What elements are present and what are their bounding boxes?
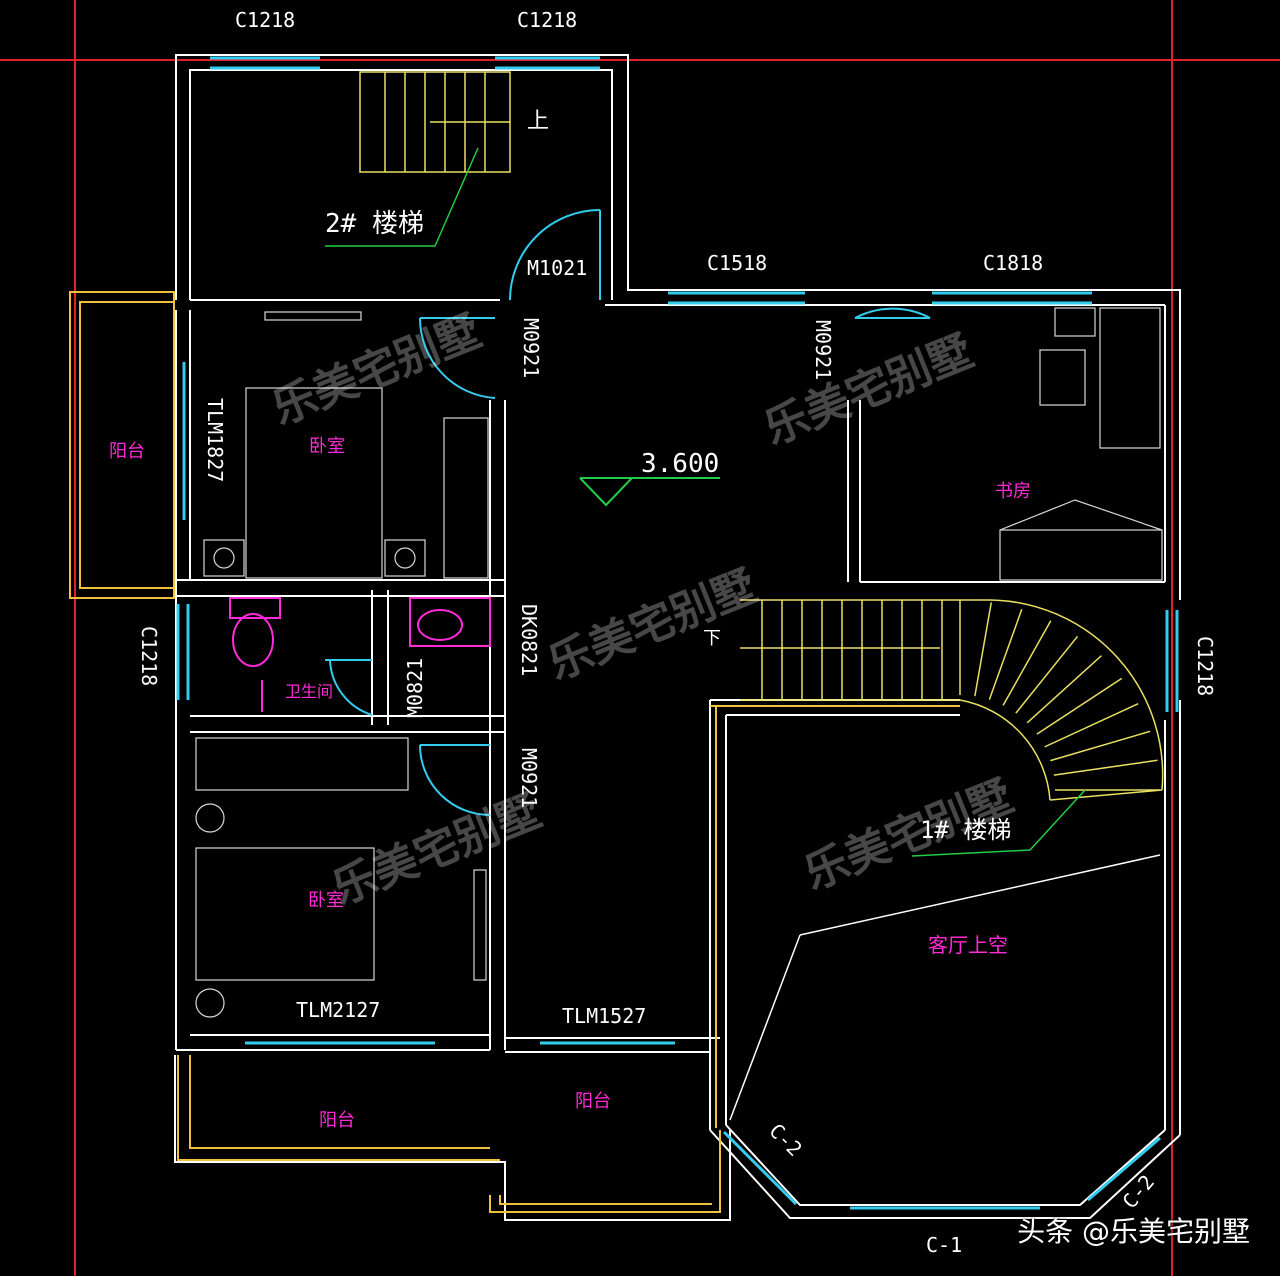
room-bedroom-1: 卧室 bbox=[309, 436, 345, 457]
bathroom-fixtures bbox=[229, 597, 491, 712]
stair-tread bbox=[1044, 703, 1139, 748]
label-stair-2: 2# 楼梯 bbox=[325, 209, 424, 239]
room-balcony-south-1: 阳台 bbox=[319, 1110, 355, 1131]
room-balcony-south-2: 阳台 bbox=[575, 1091, 611, 1112]
watermark-4: 乐美宅别墅 bbox=[325, 785, 548, 915]
label-tlm1827: TLM1827 bbox=[203, 398, 227, 482]
watermarks: 乐美宅别墅 乐美宅别墅 乐美宅别墅 乐美宅别墅 乐美宅别墅 bbox=[265, 305, 1020, 915]
label-stair-1: 1# 楼梯 bbox=[920, 816, 1011, 844]
balconies bbox=[69, 291, 960, 1213]
room-study: 书房 bbox=[995, 481, 1031, 502]
stair-tread bbox=[1050, 730, 1151, 762]
stair-tread bbox=[1053, 759, 1158, 776]
stair-tread bbox=[1002, 620, 1052, 706]
label-m0921-a: M0921 bbox=[519, 318, 543, 378]
label-m0921-c: M0921 bbox=[517, 748, 541, 808]
label-c1218-right: C1218 bbox=[1193, 636, 1217, 696]
label-tlm2127: TLM2127 bbox=[296, 998, 380, 1022]
label-dk0821: DK0821 bbox=[517, 604, 541, 676]
watermark-2: 乐美宅别墅 bbox=[757, 325, 980, 455]
label-elevation: 3.600 bbox=[641, 449, 719, 479]
windows bbox=[176, 56, 1179, 1210]
furniture bbox=[195, 307, 1163, 1018]
label-c1518: C1518 bbox=[707, 251, 767, 275]
stair-tread bbox=[974, 602, 993, 697]
label-stair-up: 上 bbox=[527, 109, 549, 134]
stair-tread bbox=[1036, 677, 1123, 735]
label-c2-right: C-2 bbox=[1117, 1170, 1159, 1213]
label-c1218-top-left: C1218 bbox=[235, 8, 295, 32]
room-balcony-west: 阳台 bbox=[109, 441, 145, 462]
room-living-void: 客厅上空 bbox=[928, 933, 1008, 957]
label-m0821: M0821 bbox=[403, 658, 427, 718]
room-labels: 阳台 卧室 书房 卫生间 卧室 阳台 阳台 客厅上空 bbox=[109, 436, 1031, 1131]
label-m1021: M1021 bbox=[527, 256, 587, 280]
credit-caption: 头条 @乐美宅别墅 bbox=[1017, 1215, 1250, 1248]
label-c1218-left: C1218 bbox=[137, 626, 161, 686]
stair-tread bbox=[1015, 635, 1079, 714]
label-c1: C-1 bbox=[926, 1233, 962, 1257]
stair-tread bbox=[1026, 655, 1102, 724]
room-bathroom: 卫生间 bbox=[285, 682, 333, 701]
label-tlm1527: TLM1527 bbox=[562, 1004, 646, 1028]
stair-1-treads bbox=[740, 599, 1164, 801]
label-stair-down: 下 bbox=[703, 628, 721, 649]
leader-lines bbox=[325, 147, 1086, 857]
stair-2-treads bbox=[359, 71, 511, 173]
doors bbox=[325, 209, 931, 816]
watermark-1: 乐美宅别墅 bbox=[265, 305, 488, 435]
watermark-3: 乐美宅别墅 bbox=[541, 560, 764, 690]
room-bedroom-2: 卧室 bbox=[308, 890, 344, 911]
label-c2-left: C-2 bbox=[764, 1119, 807, 1162]
label-c1218-top-right: C1218 bbox=[517, 8, 577, 32]
label-c1818: C1818 bbox=[983, 251, 1043, 275]
elevation-marker bbox=[579, 477, 720, 507]
label-m0921-b: M0921 bbox=[811, 320, 835, 380]
stair-tread bbox=[988, 609, 1023, 700]
